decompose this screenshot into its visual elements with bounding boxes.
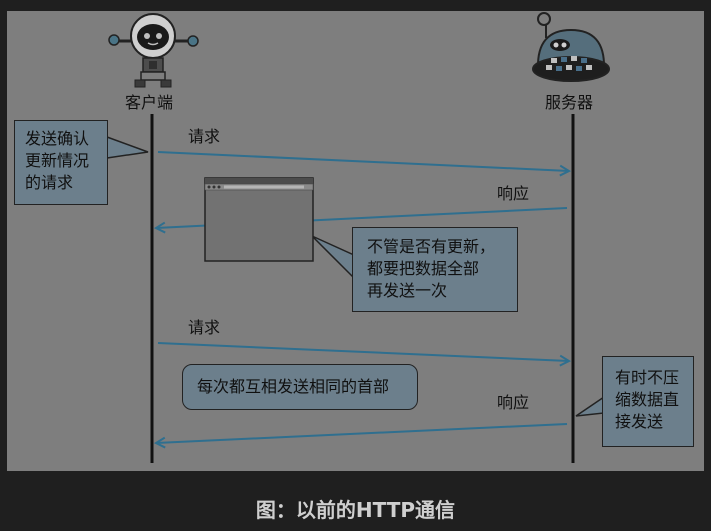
note-resend-line-1: 不管是否有更新， [367, 237, 496, 256]
request-label-1: 请求 [188, 127, 221, 146]
note-resend-all: 不管是否有更新， 都要把数据全部 再发送一次 [352, 227, 518, 312]
note-same-header: 每次都互相发送相同的首部 [182, 364, 418, 410]
client-label: 客户端 [125, 93, 174, 112]
figure-caption: 图：以前的HTTP通信 [255, 498, 456, 522]
note-confirm-update: 发送确认 更新情况 的请求 [14, 120, 108, 205]
note-uncompressed-line-2: 缩数据直 [615, 390, 680, 409]
server-icon [532, 12, 610, 82]
request-arrow-2 [157, 342, 569, 361]
note-confirm-line-1: 发送确认 [25, 129, 90, 148]
robot-icon [108, 13, 199, 88]
note-confirm-line-2: 更新情况 [25, 151, 90, 170]
request-label-2: 请求 [188, 318, 221, 337]
callout-tail-confirm [106, 135, 149, 159]
note-same-header-text: 每次都互相发送相同的首部 [197, 377, 390, 396]
note-resend-line-2: 都要把数据全部 [367, 259, 480, 278]
note-uncompressed-line-3: 接发送 [615, 412, 664, 431]
request-arrow-1 [157, 151, 569, 171]
response-arrow-2 [156, 423, 568, 443]
note-uncompressed-line-1: 有时不压 [615, 368, 680, 387]
note-uncompressed: 有时不压 缩数据直 接发送 [602, 356, 694, 447]
callout-tail-resend [311, 235, 355, 280]
response-label-1: 响应 [497, 184, 530, 203]
response-label-2: 响应 [497, 393, 530, 412]
server-label: 服务器 [545, 93, 594, 112]
note-resend-line-3: 再发送一次 [367, 281, 448, 300]
browser-window-icon [204, 177, 314, 262]
callout-tail-uncompressed [575, 395, 605, 417]
note-confirm-line-3: 的请求 [25, 173, 74, 192]
